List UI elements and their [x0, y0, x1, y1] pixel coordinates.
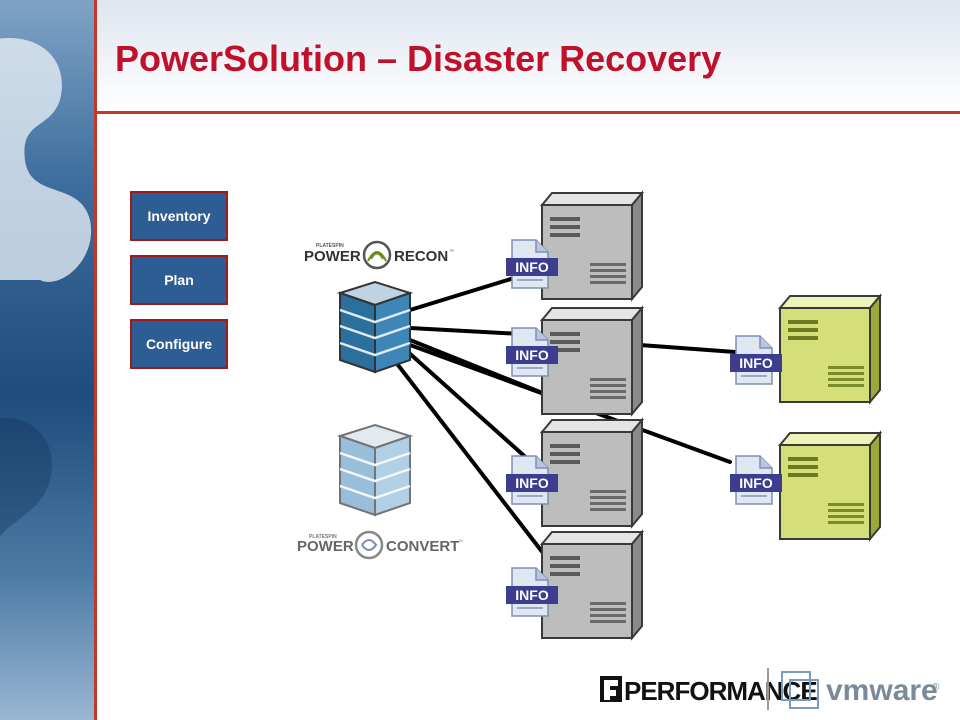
power-convert-appliance	[336, 423, 414, 517]
slide-header	[97, 0, 960, 112]
power-convert-logo: PLATESPIN POWER CONVERT ™	[297, 530, 463, 560]
power-recon-logo: PLATESPIN POWER RECON ™	[304, 240, 454, 270]
info-badge-1: INFO	[506, 239, 558, 289]
power-recon-appliance	[336, 280, 414, 374]
target-server-1	[779, 295, 881, 403]
configure-button[interactable]: Configure	[130, 319, 228, 369]
link-to-server-4	[396, 363, 552, 564]
plan-button[interactable]: Plan	[130, 255, 228, 305]
svg-text:INFO: INFO	[515, 259, 549, 275]
vmware-logo: vmware ®	[781, 671, 940, 709]
svg-text:®: ®	[932, 682, 940, 693]
source-server-1	[541, 192, 643, 300]
info-badge-2: INFO	[506, 327, 558, 377]
recon-signal-icon	[362, 240, 392, 270]
puzzle-piece-decoration	[0, 38, 92, 537]
info-badge-5: INFO	[730, 335, 782, 385]
convert-swirl-icon	[354, 530, 384, 560]
svg-text:vmware: vmware	[826, 674, 938, 707]
slide-title: PowerSolution – Disaster Recovery	[115, 38, 722, 79]
svg-text:POWER: POWER	[297, 538, 354, 555]
svg-text:PERFORMANCE: PERFORMANCE	[624, 676, 817, 706]
info-badge-3: INFO	[506, 455, 558, 505]
svg-text:PLATESPIN: PLATESPIN	[316, 243, 344, 249]
svg-text:™: ™	[449, 249, 454, 255]
source-server-4	[541, 531, 643, 639]
svg-text:POWER: POWER	[304, 248, 361, 265]
info-badge-6: INFO	[730, 455, 782, 505]
info-badge-4: INFO	[506, 567, 558, 617]
svg-text:INFO: INFO	[739, 475, 773, 491]
side-accent-line	[94, 0, 97, 720]
svg-text:INFO: INFO	[515, 475, 549, 491]
target-server-2	[779, 432, 881, 540]
link-to-target-1	[638, 343, 737, 354]
svg-text:RECON: RECON	[394, 248, 448, 265]
svg-text:PLATESPIN: PLATESPIN	[309, 534, 337, 540]
svg-text:™: ™	[458, 539, 463, 545]
svg-text:INFO: INFO	[515, 587, 549, 603]
svg-text:CONVERT: CONVERT	[386, 538, 459, 555]
source-server-3	[541, 419, 643, 527]
performance-logo: PERFORMANCE	[600, 676, 818, 706]
svg-text:INFO: INFO	[515, 347, 549, 363]
link-to-server-3	[406, 350, 542, 472]
inventory-button[interactable]: Inventory	[130, 191, 228, 241]
svg-text:INFO: INFO	[739, 355, 773, 371]
header-divider	[97, 111, 960, 114]
decorative-side-panel	[0, 0, 96, 720]
